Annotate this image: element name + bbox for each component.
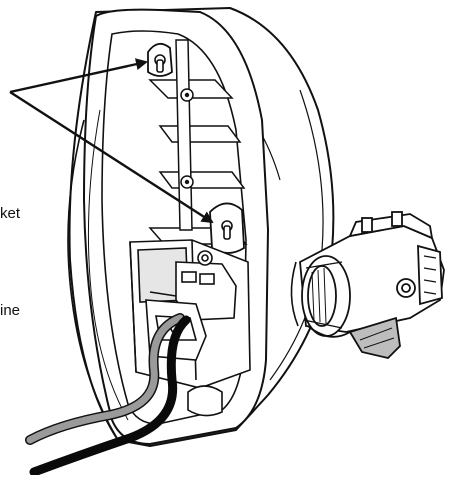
pointer-arrows <box>9 58 214 224</box>
arrow-to-top-keyhole <box>9 58 148 94</box>
arm-collar <box>290 261 299 327</box>
bracket-label-fragment: ket <box>0 205 21 222</box>
keyhole-slot-middle <box>209 202 245 254</box>
arm-end-cap <box>417 244 443 306</box>
rib-lower-mid <box>158 171 246 189</box>
housing-left-inner-sweep <box>87 109 129 421</box>
black-wire <box>29 315 191 477</box>
bottom-cable-opening <box>187 385 223 417</box>
keyhole-slot-top <box>147 42 173 77</box>
cord-label-fragment: ine <box>0 302 21 319</box>
swivel-arm <box>299 211 445 359</box>
housing-left-sweep <box>67 119 119 441</box>
arrow-to-middle-keyhole <box>9 90 214 224</box>
rib-upper-mid <box>158 125 242 143</box>
rib-top <box>148 79 234 99</box>
ratchet-fan <box>348 316 401 359</box>
